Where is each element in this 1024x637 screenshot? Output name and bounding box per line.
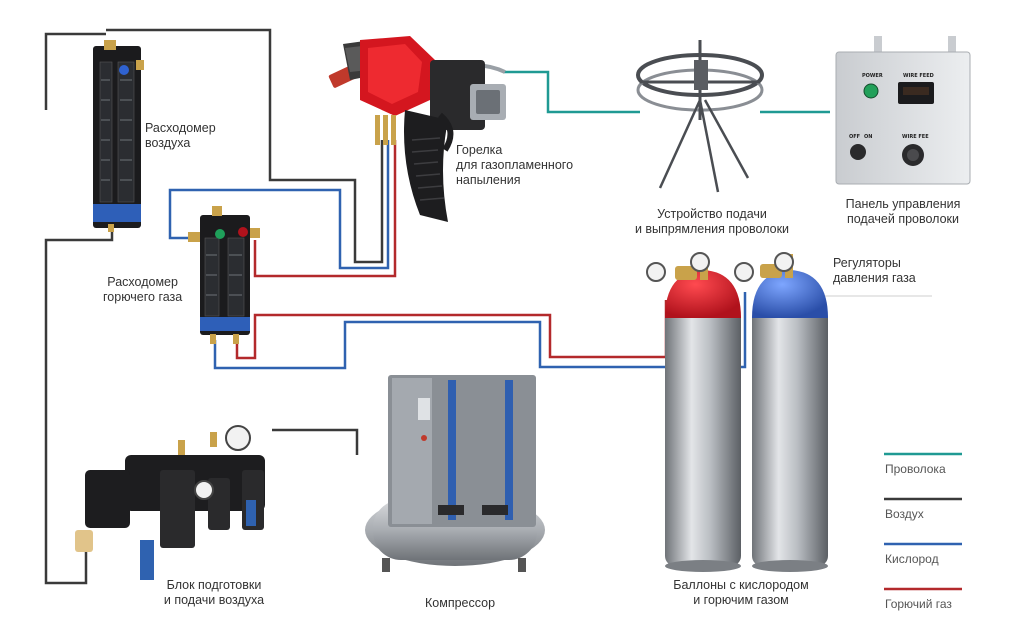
air-prep-gauge-1-icon <box>225 425 251 451</box>
gas-cylinders <box>665 270 828 572</box>
spray-torch <box>328 36 506 222</box>
on-off-switch-icon <box>850 144 866 160</box>
air-hose-flowmeter-to-prep <box>44 230 114 585</box>
fuel-hose-to-cylinder <box>235 300 668 360</box>
legend-air-label: Воздух <box>885 507 924 521</box>
control-panel: POWER WIRE FEED OFF ON WIRE FEE <box>835 36 971 185</box>
panel-off-label: OFF <box>849 134 860 140</box>
air-hose-flowmeter-to-torch <box>44 32 106 110</box>
fuel-flowmeter-green-knob-icon <box>215 229 225 239</box>
fuel-flowmeter <box>188 206 260 344</box>
gas-regulators <box>646 252 794 282</box>
air-prep-gauge-2-icon <box>194 480 214 500</box>
air-prep-unit <box>75 425 265 580</box>
legend-wire-label: Проволока <box>885 462 946 476</box>
oxygen-regulator-gauge-icon <box>734 262 754 282</box>
air-flowmeter-knob-icon <box>119 65 129 75</box>
wire-line-torch-to-feeder <box>503 70 640 114</box>
legend-oxygen-label: Кислород <box>885 552 939 566</box>
air-hose-compressor <box>272 428 359 455</box>
compressor <box>365 375 545 572</box>
panel-power-label: POWER <box>862 73 883 79</box>
fuel-flowmeter-red-knob-icon <box>238 227 248 237</box>
fuel-regulator-gauge-icon <box>646 262 666 282</box>
oxygen-regulator-gauge-2-icon <box>774 252 794 272</box>
panel-on-label: ON <box>864 134 872 140</box>
legend-swatches <box>884 452 962 591</box>
air-hose-top-loop <box>106 28 384 264</box>
power-button-icon <box>863 83 879 99</box>
legend-fuel-label: Горючий газ <box>885 597 952 611</box>
fuel-regulator-gauge-2-icon <box>690 252 710 272</box>
panel-wire-feed-label: WIRE FEED <box>903 73 934 79</box>
oxygen-hose-to-torch <box>168 140 390 270</box>
fuel-hose-to-torch <box>253 140 397 278</box>
panel-wire-feed-knob-label: WIRE FEE <box>902 134 929 140</box>
compressor-label: Компрессор <box>425 596 496 610</box>
wire-feeder <box>636 40 764 193</box>
air-flowmeter <box>93 40 144 232</box>
